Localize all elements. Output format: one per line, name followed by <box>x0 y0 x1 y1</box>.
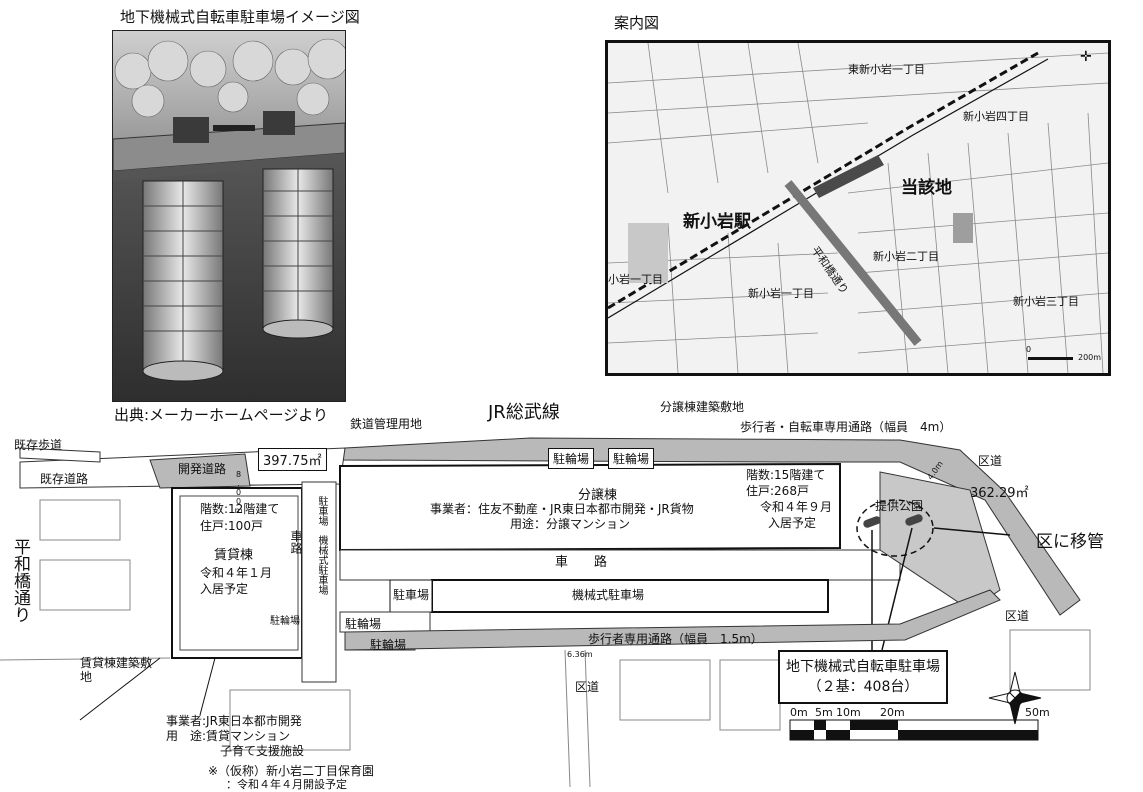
map-label-shinkoiwa-3: 新小岩三丁目 <box>1013 295 1079 308</box>
image-title: 地下機械式自転車駐車場イメージ図 <box>120 8 360 26</box>
rent-units: 住戸:100戸 <box>200 519 263 533</box>
map-title: 案内図 <box>614 14 660 32</box>
scale-10m: 10m <box>836 706 861 719</box>
plan-ward-road-right: 区道 <box>1005 609 1030 623</box>
bike-parking-b: 駐輪場 <box>370 638 407 652</box>
scale-20m: 20m <box>880 706 905 719</box>
bike-parking-a: 駐輪場 <box>345 617 382 631</box>
car-road-vertical: 車路 <box>289 530 303 554</box>
rent-move-in: 令和４年１月 <box>200 566 273 580</box>
sale-units: 住戸:268戸 <box>746 484 809 498</box>
plan-area-2: 362.29㎡ <box>970 486 1029 501</box>
legend-line-2: （２基：408台） <box>807 679 919 695</box>
underground-parking-illustration <box>112 30 346 402</box>
scale-5m: 5m <box>815 706 833 719</box>
rent-move-in-2: 入居予定 <box>200 582 249 596</box>
map-label-east-shinkoiwa-1: 東新小岩一丁目 <box>848 63 925 76</box>
bike-parking-c: 駐輪場 <box>270 616 300 627</box>
map-svg <box>608 43 1108 373</box>
plan-existing-sidewalk: 既存歩道 <box>14 438 63 452</box>
legend-underground-bike-parking: 地下機械式自転車駐車場 （２基：408台） <box>778 650 948 704</box>
plan-ped-bike-path: 歩行者・自転車専用通路（幅員 4m） <box>740 420 952 434</box>
car-parking-small: 駐車場 <box>316 496 327 526</box>
site-plan-svg <box>0 437 1091 787</box>
legend-line-1: 地下機械式自転車駐車場 <box>786 659 940 675</box>
plan-bike-parking-2: 駐輪場 <box>608 448 655 469</box>
nursery-open: ：令和４年４月開設予定 <box>226 778 347 791</box>
image-credit: 出典:メーカーホームページより <box>114 406 329 424</box>
rent-use-2: 子育て支援施設 <box>220 744 305 758</box>
plan-ward-road-bottom: 区道 <box>575 680 600 694</box>
plan-transfer-to-ward: 区に移管 <box>1036 532 1104 552</box>
plan-bike-parking-1: 駐輪場 <box>548 448 595 469</box>
plan-park: 提供公園 <box>875 499 924 513</box>
plan-ward-road-top: 区道 <box>978 454 1003 468</box>
width-label-2: 8.00m <box>234 470 243 515</box>
plan-hirawa-road-left: 平和橋通り <box>10 538 30 623</box>
rent-use: 用 途:賃貸マンション <box>166 729 291 743</box>
map-label-shinkoiwa-2: 新小岩二丁目 <box>873 250 939 263</box>
car-road-horizontal: 車 路 <box>555 555 608 570</box>
rent-site: 賃貸棟建築敷地 <box>80 656 153 684</box>
sale-floors: 階数:15階建て <box>746 468 826 482</box>
car-parking-box: 駐車場 <box>393 588 430 602</box>
map-scale-zero: 0 <box>1026 345 1032 354</box>
plan-ped-path: 歩行者専用通路（幅員 1.5m） <box>588 632 763 646</box>
rent-floors: 階数:12階建て <box>200 502 280 516</box>
illustration-svg <box>113 31 345 401</box>
map-label-koiwa-1: 小岩一丁目 <box>608 273 663 286</box>
rent-building-name: 賃貸棟 <box>214 548 254 563</box>
map-label-shinkoiwa-1: 新小岩一丁目 <box>748 287 814 300</box>
plan-area-1: 397.75㎡ <box>258 448 327 471</box>
plan-jr-line: JR総武線 <box>488 402 560 423</box>
map-label-site: 当該地 <box>901 178 952 198</box>
scale-50m: 50m <box>1025 706 1050 719</box>
map-scale-end: 200m <box>1078 353 1102 362</box>
plan-sale-site: 分譲棟建築敷地 <box>660 400 745 414</box>
nursery-note: ※（仮称）新小岩二丁目保育園 <box>208 764 375 778</box>
mech-car-parking: 機械式駐車場 <box>572 588 645 602</box>
sale-building-name: 分譲棟 <box>578 488 618 503</box>
sale-operator: 事業者：住友不動産・JR東日本都市開発・JR貨物 <box>430 502 694 516</box>
rent-operator: 事業者:JR東日本都市開発 <box>166 714 302 728</box>
mech-car-parking-vertical: 機械式駐車場 <box>316 535 327 595</box>
plan-existing-road: 既存道路 <box>40 472 89 486</box>
location-map: 東新小岩一丁目 新小岩四丁目 当該地 新小岩駅 平和橋通り 新小岩二丁目 小岩一… <box>605 40 1111 376</box>
sale-use: 用途：分譲マンション <box>510 517 631 531</box>
plan-rail-land: 鉄道管理用地 <box>350 417 423 431</box>
compass-icon: ✛ <box>1080 49 1092 65</box>
width-label-1: 6.36m <box>567 650 593 659</box>
plan-dev-road: 開発道路 <box>178 462 227 476</box>
map-label-shinkoiwa-4: 新小岩四丁目 <box>963 110 1029 123</box>
scale-0m: 0m <box>790 706 808 719</box>
sale-move-in: 令和４年９月 <box>760 500 833 514</box>
map-label-station: 新小岩駅 <box>683 212 751 232</box>
sale-move-in-2: 入居予定 <box>768 516 817 530</box>
